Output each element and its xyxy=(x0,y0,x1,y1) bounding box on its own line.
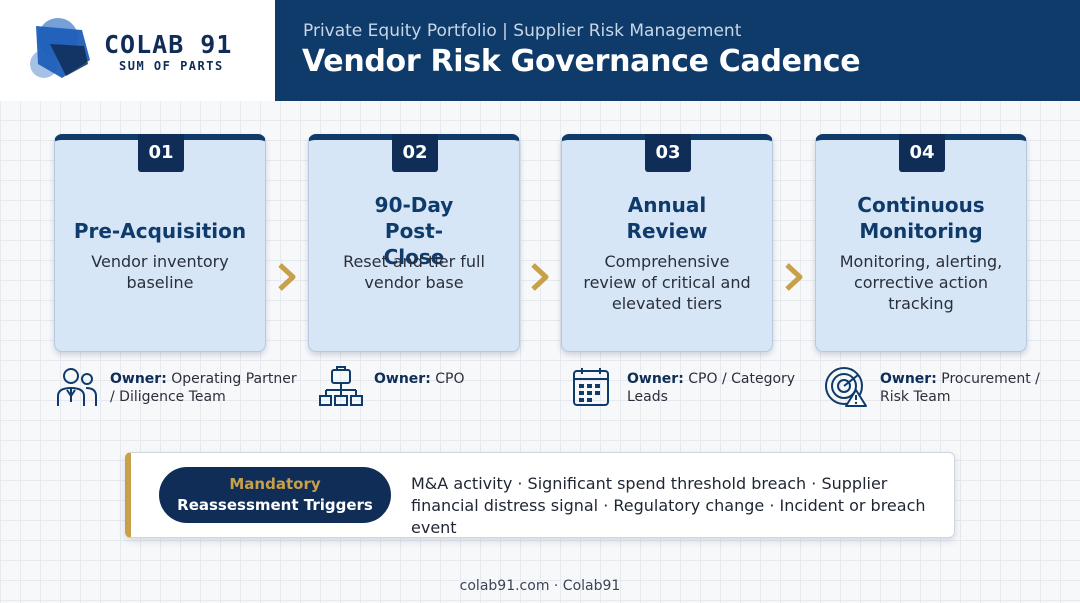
stage-number: 01 xyxy=(138,134,184,172)
logo-area: COLAB 91 SUM OF PARTS xyxy=(0,0,275,101)
team-person-icon xyxy=(57,368,97,406)
stage-card-continuous-monitoring: 04 Continuous Monitoring Monitoring, ale… xyxy=(815,134,1027,352)
stage-owner: Owner: CPO xyxy=(318,366,558,410)
stage-card-pre-acquisition: 01 Pre-Acquisition Vendor inventory base… xyxy=(54,134,266,352)
reassessment-triggers-panel: Mandatory Reassessment Triggers M&A acti… xyxy=(125,452,955,538)
stage-title: Continuous Monitoring xyxy=(857,193,985,243)
triggers-label-pill: Mandatory Reassessment Triggers xyxy=(159,467,391,523)
stage-owner: Owner: CPO / Category Leads xyxy=(571,366,811,410)
footer-text: colab91.com · Colab91 xyxy=(459,578,621,594)
stage-card-90-day-post-close: 02 90-Day Post-Close Reset and tier full… xyxy=(308,134,520,352)
stage-number: 02 xyxy=(392,134,438,172)
brand-name: COLAB 91 xyxy=(104,30,233,59)
stage-title: Pre-Acquisition xyxy=(73,219,247,243)
owner-name: CPO xyxy=(435,371,465,387)
stage-owner: Owner: Operating Partner / Diligence Tea… xyxy=(54,366,297,410)
owner-label: Owner: xyxy=(374,371,431,387)
header-banner: Private Equity Portfolio | Supplier Risk… xyxy=(275,0,1080,101)
stage-description: Monitoring, alerting, corrective action … xyxy=(839,252,1003,313)
owner-label: Owner: xyxy=(110,371,167,387)
chevron-right-icon xyxy=(785,263,803,291)
stage-title: Annual Review xyxy=(626,193,708,243)
owner-label: Owner: xyxy=(627,371,684,387)
owner-name: Procurement / Risk Team xyxy=(880,371,1040,405)
page-subtitle: Private Equity Portfolio | Supplier Risk… xyxy=(303,21,742,41)
org-chart-briefcase-icon xyxy=(319,366,363,406)
stage-number: 04 xyxy=(899,134,945,172)
stage-description: Reset and tier full vendor base xyxy=(343,252,485,292)
owner-name: CPO / Category Leads xyxy=(627,371,796,405)
triggers-list: M&A activity · Significant spend thresho… xyxy=(411,474,926,537)
owner-name: Operating Partner / Diligence Team xyxy=(110,371,297,405)
chevron-right-icon xyxy=(278,263,296,291)
triggers-label-line2: Reassessment Triggers xyxy=(177,496,373,514)
stage-description: Comprehensive review of critical and ele… xyxy=(583,252,751,313)
colab91-logo-icon xyxy=(30,18,90,78)
brand-tagline: SUM OF PARTS xyxy=(119,59,224,73)
stage-number: 03 xyxy=(645,134,691,172)
calendar-icon xyxy=(573,368,609,406)
stage-description: Vendor inventory baseline xyxy=(91,252,229,292)
triggers-label-line1: Mandatory xyxy=(229,475,321,493)
stage-card-annual-review: 03 Annual Review Comprehensive review of… xyxy=(561,134,773,352)
chevron-right-icon xyxy=(531,263,549,291)
owner-label: Owner: xyxy=(880,371,937,387)
page-title: Vendor Risk Governance Cadence xyxy=(302,44,861,79)
stage-title: 90-Day Post-Close xyxy=(374,193,454,269)
stage-owner: Owner: Procurement / Risk Team xyxy=(824,366,1064,410)
radar-alert-icon xyxy=(825,367,867,407)
